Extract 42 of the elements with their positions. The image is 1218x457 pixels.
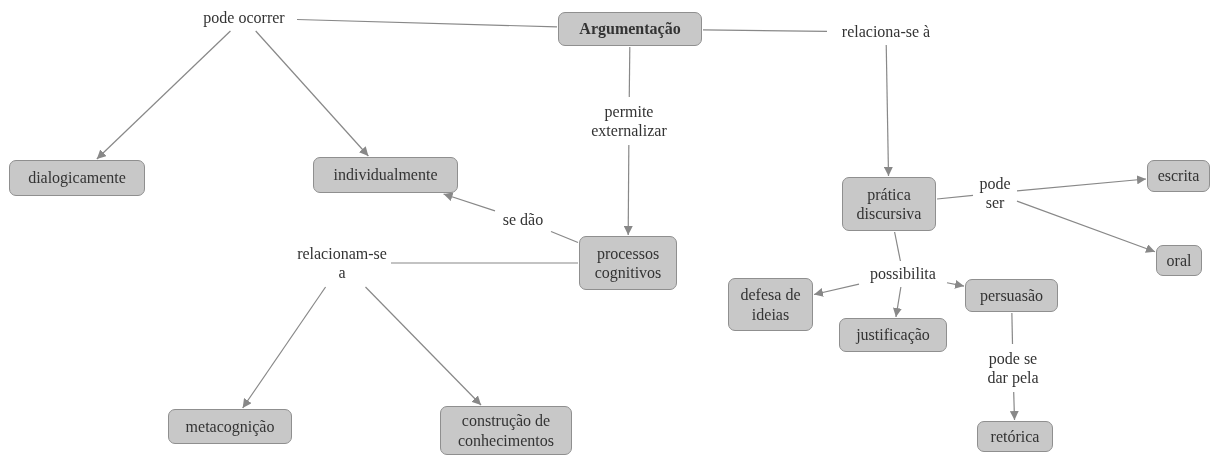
connector-line xyxy=(296,18,558,28)
concept-box: oral xyxy=(1156,245,1202,276)
arrow xyxy=(623,144,633,236)
concept-box: retórica xyxy=(977,421,1053,452)
arrow xyxy=(1016,175,1147,192)
arrow xyxy=(946,279,965,289)
arrow xyxy=(1009,391,1019,421)
connector-line xyxy=(1011,312,1014,345)
arrow xyxy=(892,286,902,318)
arrow xyxy=(364,286,482,406)
linking-phrase: relaciona-se à xyxy=(828,20,944,44)
concept-box: defesa de ideias xyxy=(728,278,813,331)
connector-line xyxy=(894,231,901,262)
linking-phrase: se dão xyxy=(496,208,550,232)
concept-box: dialogicamente xyxy=(9,160,145,196)
concept-box: escrita xyxy=(1147,160,1210,192)
concept-box: justificação xyxy=(839,318,947,352)
connector-line xyxy=(390,262,579,264)
arrow xyxy=(96,30,232,160)
linking-phrase: pode ser xyxy=(974,170,1016,216)
connector-line xyxy=(702,29,828,32)
concept-box: metacognição xyxy=(168,409,292,444)
connector-line xyxy=(936,194,974,200)
arrow xyxy=(442,192,496,212)
concept-box: construção de conhecimentos xyxy=(440,406,572,455)
linking-phrase: relacionam-se a xyxy=(294,240,390,286)
arrow xyxy=(813,283,860,297)
linking-phrase: possibilita xyxy=(860,262,946,286)
concept-box: processos cognitivos xyxy=(579,236,677,290)
concept-box: Argumentação xyxy=(558,12,702,46)
concept-box: individualmente xyxy=(313,157,458,193)
connector-line xyxy=(628,46,631,98)
linking-phrase: permite externalizar xyxy=(584,98,674,144)
connector-line xyxy=(550,230,579,244)
linking-phrase: pode se dar pela xyxy=(980,345,1046,391)
arrow xyxy=(242,286,327,409)
arrow xyxy=(883,44,893,177)
arrow xyxy=(1016,200,1156,253)
concept-box: prática discursiva xyxy=(842,177,936,231)
linking-phrase: pode ocorrer xyxy=(192,6,296,30)
concept-box: persuasão xyxy=(965,279,1058,312)
arrow xyxy=(255,30,369,157)
